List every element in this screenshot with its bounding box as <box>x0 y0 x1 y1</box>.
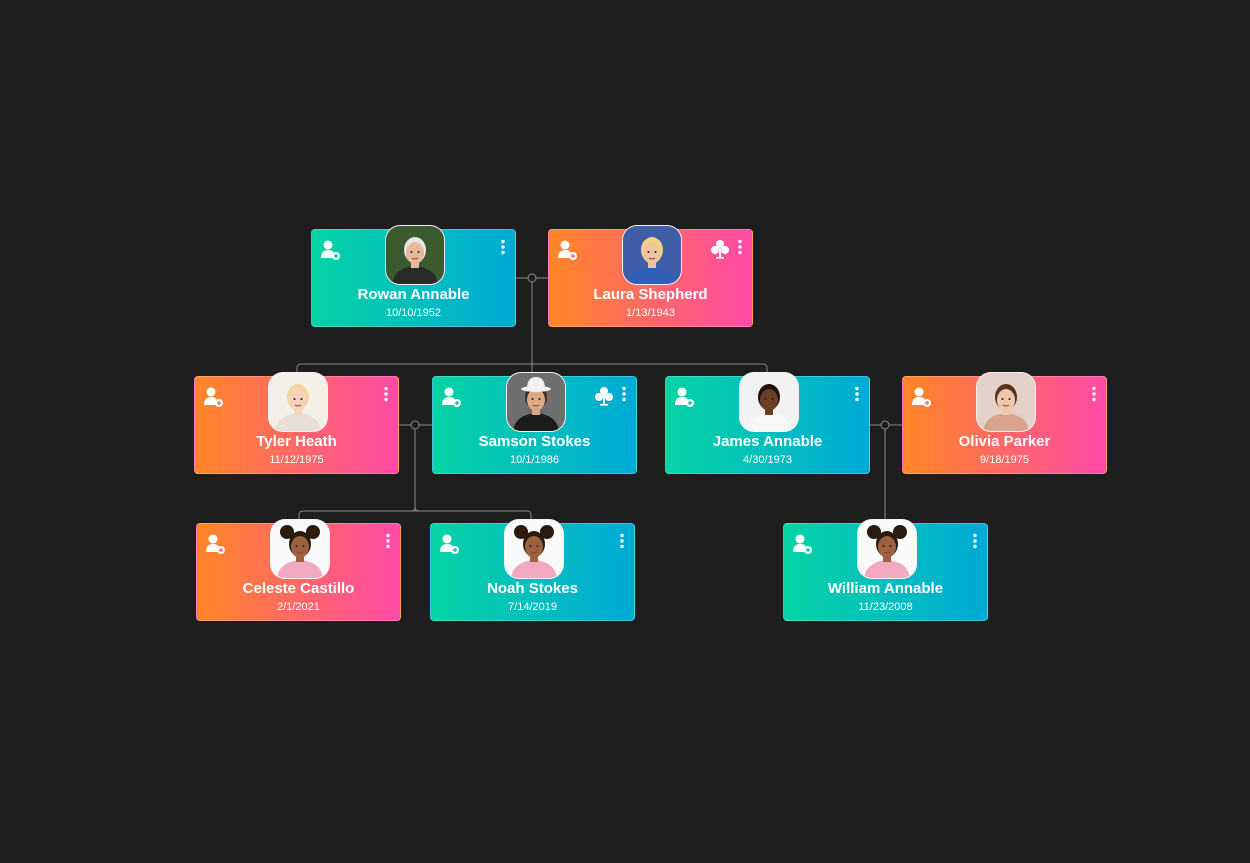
add-person-icon[interactable] <box>911 386 933 408</box>
add-person-icon[interactable] <box>441 386 463 408</box>
person-name: William Annable <box>827 580 944 597</box>
add-person-icon[interactable] <box>205 533 227 555</box>
avatar <box>621 225 682 285</box>
more-vertical-icon[interactable] <box>500 239 506 255</box>
person-birthdate: 4/30/1973 <box>743 454 792 466</box>
person-birthdate: 10/1/1986 <box>510 454 559 466</box>
person-name: Samson Stokes <box>478 433 591 450</box>
family-tree-icon[interactable] <box>594 386 614 406</box>
person-birthdate: 7/14/2019 <box>508 601 557 613</box>
person-birthdate: 2/1/2021 <box>277 601 320 613</box>
person-birthdate: 1/13/1943 <box>626 307 675 319</box>
more-vertical-icon[interactable] <box>737 239 743 255</box>
person-card-rowan[interactable]: Rowan Annable 10/10/1952 <box>311 225 516 327</box>
person-name: Laura Shepherd <box>593 286 708 303</box>
person-name: Olivia Parker <box>958 433 1051 450</box>
more-vertical-icon[interactable] <box>1091 386 1097 402</box>
avatar <box>738 372 799 432</box>
person-name: Rowan Annable <box>357 286 470 303</box>
more-vertical-icon[interactable] <box>619 533 625 549</box>
person-name: Celeste Castillo <box>242 580 355 597</box>
more-vertical-icon[interactable] <box>383 386 389 402</box>
person-card-tyler[interactable]: Tyler Heath 11/12/1975 <box>194 372 399 474</box>
avatar <box>856 519 917 579</box>
add-person-icon[interactable] <box>557 239 579 261</box>
avatar <box>384 225 445 285</box>
more-vertical-icon[interactable] <box>854 386 860 402</box>
person-card-james[interactable]: James Annable 4/30/1973 <box>665 372 870 474</box>
more-vertical-icon[interactable] <box>385 533 391 549</box>
avatar <box>975 372 1036 432</box>
person-card-noah[interactable]: Noah Stokes 7/14/2019 <box>430 519 635 621</box>
add-person-icon[interactable] <box>792 533 814 555</box>
add-person-icon[interactable] <box>439 533 461 555</box>
more-vertical-icon[interactable] <box>972 533 978 549</box>
add-person-icon[interactable] <box>674 386 696 408</box>
avatar <box>503 519 564 579</box>
avatar <box>269 519 330 579</box>
add-person-icon[interactable] <box>320 239 342 261</box>
person-birthdate: 11/12/1975 <box>269 454 324 466</box>
person-birthdate: 11/23/2008 <box>858 601 913 613</box>
person-card-samson[interactable]: Samson Stokes 10/1/1986 <box>432 372 637 474</box>
person-name: James Annable <box>712 433 823 450</box>
person-name: Tyler Heath <box>256 433 337 450</box>
avatar <box>505 372 566 432</box>
union-node <box>410 420 420 430</box>
person-birthdate: 9/18/1975 <box>980 454 1029 466</box>
more-vertical-icon[interactable] <box>621 386 627 402</box>
union-node <box>527 273 537 283</box>
person-card-olivia[interactable]: Olivia Parker 9/18/1975 <box>902 372 1107 474</box>
family-tree-icon[interactable] <box>710 239 730 259</box>
avatar <box>267 372 328 432</box>
add-person-icon[interactable] <box>203 386 225 408</box>
person-birthdate: 10/10/1952 <box>385 307 442 319</box>
person-card-laura[interactable]: Laura Shepherd 1/13/1943 <box>548 225 753 327</box>
union-node <box>880 420 890 430</box>
person-card-william[interactable]: William Annable 11/23/2008 <box>783 519 988 621</box>
person-name: Noah Stokes <box>487 580 578 597</box>
person-card-celeste[interactable]: Celeste Castillo 2/1/2021 <box>196 519 401 621</box>
